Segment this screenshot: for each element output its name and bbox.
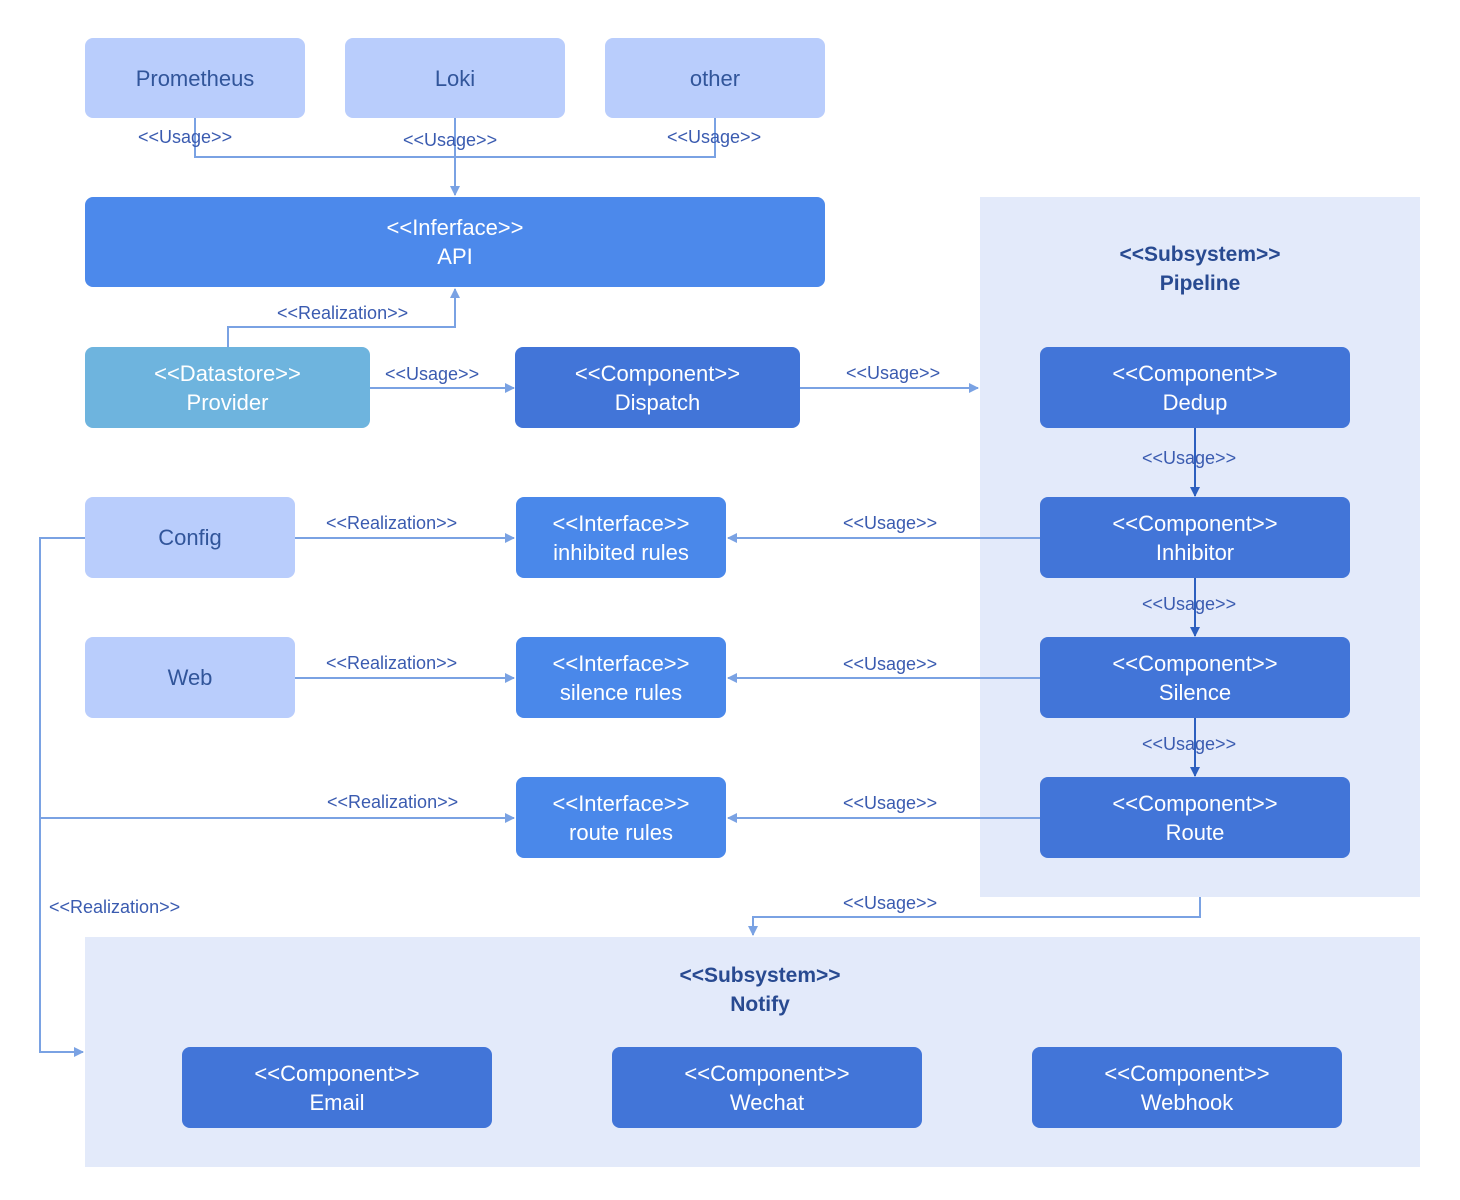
dispatch-stereotype: <<Component>>	[574, 360, 741, 386]
provider-realization-label: <<Realization>>	[277, 303, 409, 323]
wechat-name: Wechat	[729, 1089, 805, 1115]
other-usage-label: <<Usage>>	[667, 127, 762, 147]
silence-route-label: <<Usage>>	[1142, 734, 1237, 754]
inhibitor-name: Inhibitor	[1155, 539, 1235, 565]
pipeline-notify-line	[748, 897, 1201, 936]
provider-realization-line	[227, 288, 460, 347]
loki-label: Loki	[434, 65, 476, 91]
webhook-node[interactable]: <<Component>> Webhook	[1032, 1047, 1342, 1128]
inhibitor-stereotype: <<Component>>	[1112, 510, 1278, 536]
config-node[interactable]: Config	[85, 497, 295, 578]
other-node[interactable]: other	[605, 38, 825, 118]
web-silence-label: <<Realization>>	[326, 653, 458, 673]
silence-rules-node[interactable]: <<Interface>> silence rules	[516, 637, 726, 718]
pipeline-notify-label: <<Usage>>	[843, 893, 938, 913]
dedup-node[interactable]: <<Component>> Dedup	[1040, 347, 1350, 428]
wechat-node[interactable]: <<Component>> Wechat	[612, 1047, 922, 1128]
config-inhibited-label: <<Realization>>	[326, 513, 458, 533]
provider-dispatch-label: <<Usage>>	[385, 364, 480, 384]
route-stereotype: <<Component>>	[1112, 790, 1278, 816]
provider-name: Provider	[186, 389, 269, 415]
inhibited-rules-stereotype: <<Interface>>	[552, 510, 690, 536]
notify-stereotype: <<Subsystem>>	[679, 964, 841, 987]
api-name: API	[437, 244, 473, 269]
provider-stereotype: <<Datastore>>	[154, 360, 301, 386]
route-node[interactable]: <<Component>> Route	[1040, 777, 1350, 858]
config-trunk-line	[39, 537, 85, 1057]
notify-title: <<Subsystem>> Notify	[85, 961, 1435, 1019]
prometheus-node[interactable]: Prometheus	[85, 38, 305, 118]
dispatch-name: Dispatch	[614, 389, 701, 415]
prometheus-usage-line	[194, 118, 455, 158]
silence-stereotype: <<Component>>	[1112, 650, 1278, 676]
email-node[interactable]: <<Component>> Email	[182, 1047, 492, 1128]
webhook-stereotype: <<Component>>	[1104, 1060, 1270, 1086]
prometheus-label: Prometheus	[135, 65, 255, 91]
silence-node[interactable]: <<Component>> Silence	[1040, 637, 1350, 718]
config-notify-realization-label: <<Realization>>	[49, 897, 181, 917]
web-label: Web	[167, 665, 213, 690]
route-usage-label: <<Usage>>	[843, 793, 938, 813]
dispatch-pipeline-label: <<Usage>>	[846, 363, 941, 383]
silence-rules-stereotype: <<Interface>>	[552, 650, 690, 676]
inhibitor-usage-label: <<Usage>>	[843, 513, 938, 533]
route-name: Route	[1165, 819, 1225, 845]
silence-rules-name: silence rules	[559, 679, 683, 705]
pipeline-stereotype: <<Subsystem>>	[1119, 243, 1281, 266]
dedup-stereotype: <<Component>>	[1112, 360, 1278, 386]
api-stereotype: <<Inferface>>	[386, 215, 524, 240]
wechat-stereotype: <<Component>>	[684, 1060, 850, 1086]
silence-usage-label: <<Usage>>	[843, 654, 938, 674]
email-name: Email	[309, 1089, 365, 1115]
pipeline-name: Pipeline	[1159, 272, 1241, 295]
api-node[interactable]: <<Inferface>> API	[85, 197, 825, 287]
route-rules-stereotype: <<Interface>>	[552, 790, 690, 816]
other-usage-line	[455, 118, 716, 158]
inhibited-rules-node[interactable]: <<Interface>> inhibited rules	[516, 497, 726, 578]
route-rules-name: route rules	[569, 819, 673, 845]
inhibited-rules-name: inhibited rules	[553, 539, 689, 565]
loki-usage-label: <<Usage>>	[403, 130, 498, 150]
inhibitor-node[interactable]: <<Component>> Inhibitor	[1040, 497, 1350, 578]
prometheus-usage-label: <<Usage>>	[138, 127, 233, 147]
dedup-inhibitor-label: <<Usage>>	[1142, 448, 1237, 468]
route-rules-node[interactable]: <<Interface>> route rules	[516, 777, 726, 858]
config-route-label: <<Realization>>	[327, 792, 459, 812]
provider-node[interactable]: <<Datastore>> Provider	[85, 347, 370, 428]
web-node[interactable]: Web	[85, 637, 295, 718]
other-label: other	[689, 65, 741, 91]
pipeline-title: <<Subsystem>> Pipeline	[980, 240, 1420, 298]
email-stereotype: <<Component>>	[254, 1060, 420, 1086]
inhibitor-silence-label: <<Usage>>	[1142, 594, 1237, 614]
config-label: Config	[158, 525, 222, 550]
notify-name: Notify	[730, 993, 790, 1016]
silence-name: Silence	[1158, 679, 1232, 705]
loki-node[interactable]: Loki	[345, 38, 565, 118]
dispatch-node[interactable]: <<Component>> Dispatch	[515, 347, 800, 428]
dedup-name: Dedup	[1162, 389, 1228, 415]
webhook-name: Webhook	[1140, 1089, 1234, 1115]
